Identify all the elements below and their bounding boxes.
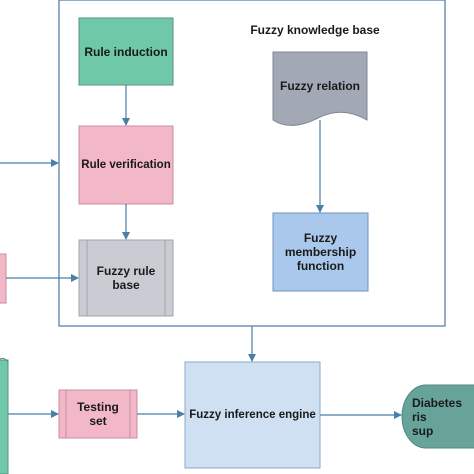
fuzzy-membership-label: Fuzzy membership function [284,231,357,273]
left-cropped-pink-box [0,253,7,304]
rule-verification-label: Rule verification [81,159,171,171]
testing-set-box [58,389,138,439]
fuzzy-relation-label: Fuzzy relation [279,79,360,93]
fuzzy-relation-shape [272,51,368,126]
fuzzy-rule-base-box [78,239,174,317]
inference-engine-box [184,361,321,469]
left-cropped-cylinder-top [0,357,9,363]
testing-set-label: Testing set [77,400,119,428]
diabetes-output-shape [401,384,474,449]
rule-induction-label: Rule induction [84,44,168,59]
inference-engine-label: Fuzzy inference engine [189,409,316,421]
diabetes-output-label: Diabetes ris sup [412,395,463,438]
fuzzy-membership-box [272,212,369,292]
fuzzy-rule-base-label: Fuzzy rule base [96,264,156,292]
rule-induction-box [78,17,174,86]
left-cropped-database-cylinder [0,359,9,474]
knowledge-base-title: Fuzzy knowledge base [250,23,380,37]
